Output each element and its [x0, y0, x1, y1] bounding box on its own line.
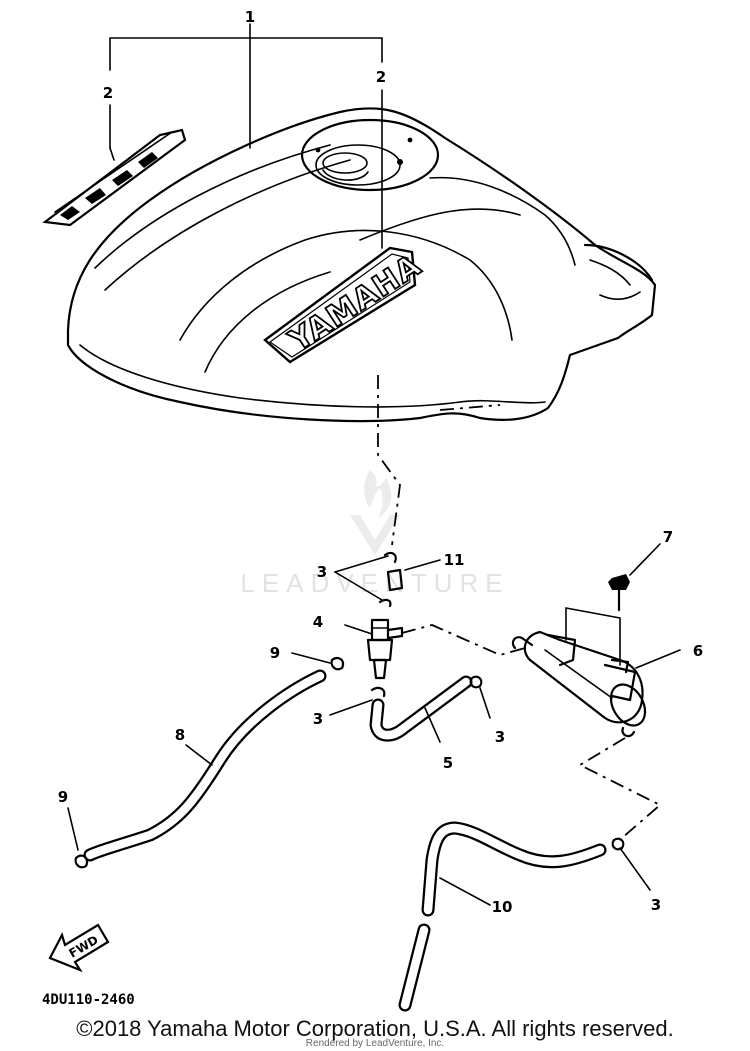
tank-to-cock-line	[377, 375, 401, 546]
hose-8	[83, 669, 327, 862]
cock-to-filter-line	[401, 624, 526, 656]
fuel-tank	[66, 107, 657, 423]
leader-lines-top	[109, 23, 383, 249]
part-code: 4DU110-2460	[42, 992, 135, 1008]
bolt-7	[608, 543, 661, 612]
watermark-text: LEADVENTURE	[240, 568, 509, 598]
callout-4: 4	[313, 613, 323, 631]
callout-1: 1	[245, 8, 255, 26]
callout-2-right: 2	[376, 68, 386, 86]
callout-6: 6	[693, 642, 703, 660]
callout-labels: 1 2 2 3 11 4 9 7 6 3 3 8 5 9 3 10	[58, 8, 703, 916]
callout-3-top: 3	[317, 563, 327, 581]
clamp-3-hose10	[611, 837, 625, 851]
yamaha-badge: YAMAHA	[263, 246, 429, 364]
copyright-notice: ©2018 Yamaha Motor Corporation, U.S.A. A…	[76, 1016, 674, 1041]
leader-lines-3-top	[291, 555, 441, 716]
callout-7: 7	[663, 528, 673, 546]
yamaha-badge-text: YAMAHA	[282, 248, 427, 359]
clamp-9-lower	[74, 854, 89, 869]
leader-6	[635, 649, 681, 669]
callout-8: 8	[175, 726, 185, 744]
callout-11: 11	[444, 551, 465, 569]
leadventure-watermark: LEADVENTURE	[240, 470, 509, 598]
hose-5	[369, 675, 473, 743]
left-emblem	[42, 128, 187, 227]
callout-9-upper: 9	[270, 644, 280, 662]
callout-10: 10	[492, 898, 513, 916]
callout-9-lower: 9	[58, 788, 68, 806]
fuel-cock	[366, 551, 404, 698]
callout-3-right: 3	[495, 728, 505, 746]
clamp-3-hose5	[469, 675, 483, 689]
pump-to-hose10-line	[578, 737, 662, 839]
fwd-arrow-icon: FWD	[48, 923, 110, 973]
callout-2-left: 2	[103, 84, 113, 102]
fuel-pump	[511, 607, 647, 738]
callout-3-left: 3	[313, 710, 323, 728]
clamp-9-upper	[330, 656, 345, 671]
callout-5: 5	[443, 754, 453, 772]
hose-10	[398, 821, 607, 1012]
callout-3-bottom: 3	[651, 896, 661, 914]
render-credit: Rendered by LeadVenture, Inc.	[306, 1038, 444, 1049]
